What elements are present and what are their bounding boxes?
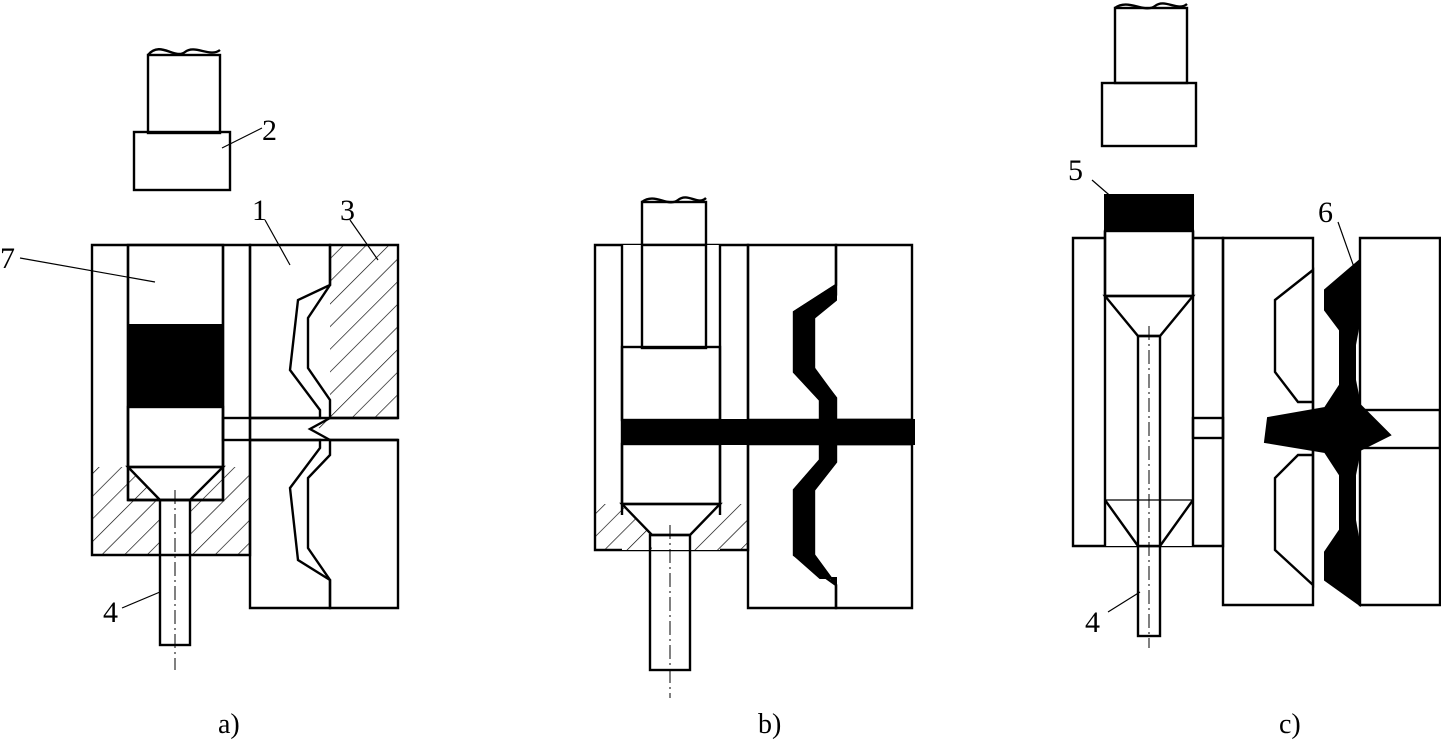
fixed-die-a (250, 243, 400, 610)
label-part-2: 2 (262, 114, 277, 147)
ejected-casting-c (1263, 257, 1392, 607)
panel-a (19, 48, 400, 670)
biscuit-c (1104, 194, 1194, 232)
lower-rod-c (1136, 326, 1162, 648)
caption-b: b) (758, 709, 781, 740)
label-part-4-c: 4 (1085, 606, 1100, 639)
label-part-5: 5 (1068, 154, 1083, 187)
upper-plunger-c (1100, 2, 1198, 148)
panel-b (593, 196, 915, 698)
label-part-1: 1 (252, 194, 267, 227)
label-part-3: 3 (340, 194, 355, 227)
leaders-c (1091, 179, 1356, 613)
upper-plunger-a (132, 48, 232, 192)
moving-die-c (1221, 236, 1315, 607)
shot-sleeve-block-a (90, 243, 252, 557)
panel-c (1071, 2, 1441, 648)
caption-a: a) (218, 709, 240, 740)
caption-c: c) (1279, 709, 1301, 740)
label-part-6: 6 (1318, 196, 1333, 229)
gate-channel-a (221, 416, 252, 442)
lower-rod-b (648, 525, 692, 698)
shot-sleeve-block-b (593, 243, 915, 552)
leaders-a (19, 127, 379, 609)
label-part-7: 7 (0, 242, 15, 275)
lower-rod-a (158, 490, 192, 670)
shot-sleeve-block-c (1071, 229, 1225, 548)
casting-b (793, 283, 837, 589)
label-part-4-a: 4 (103, 596, 118, 629)
